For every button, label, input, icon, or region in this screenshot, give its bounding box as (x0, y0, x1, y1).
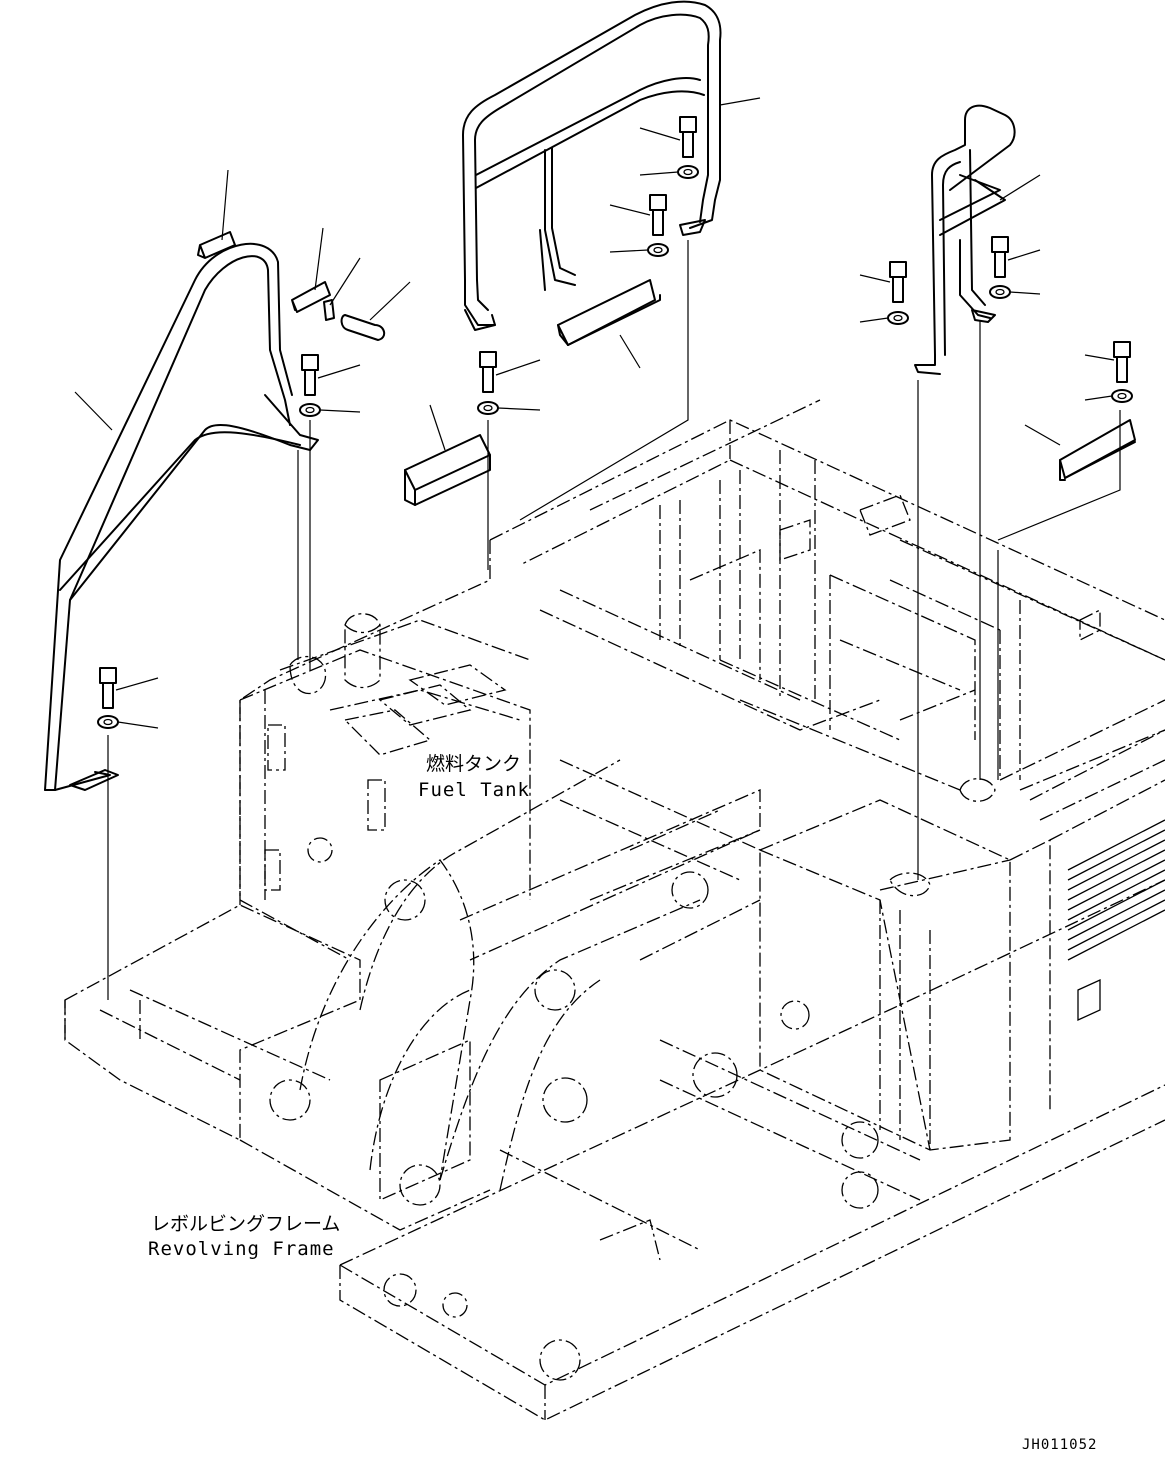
fasteners (97, 116, 1133, 729)
drawing-code: JH011052 (1022, 1437, 1098, 1453)
fuel-tank-label-en: Fuel Tank (418, 779, 530, 801)
leader-lines (74, 97, 1121, 1000)
revolving-frame-label-jp: レボルビングフレーム (151, 1213, 341, 1235)
left-handrail (44, 242, 319, 791)
revolving-frame-label-en: Revolving Frame (148, 1238, 335, 1260)
right-handrail (914, 104, 1016, 375)
revolving-frame-outline (64, 399, 1165, 1421)
center-handrail (462, 0, 722, 331)
fuel-tank-label-jp: 燃料タンク (426, 753, 522, 775)
plates (404, 279, 1136, 506)
